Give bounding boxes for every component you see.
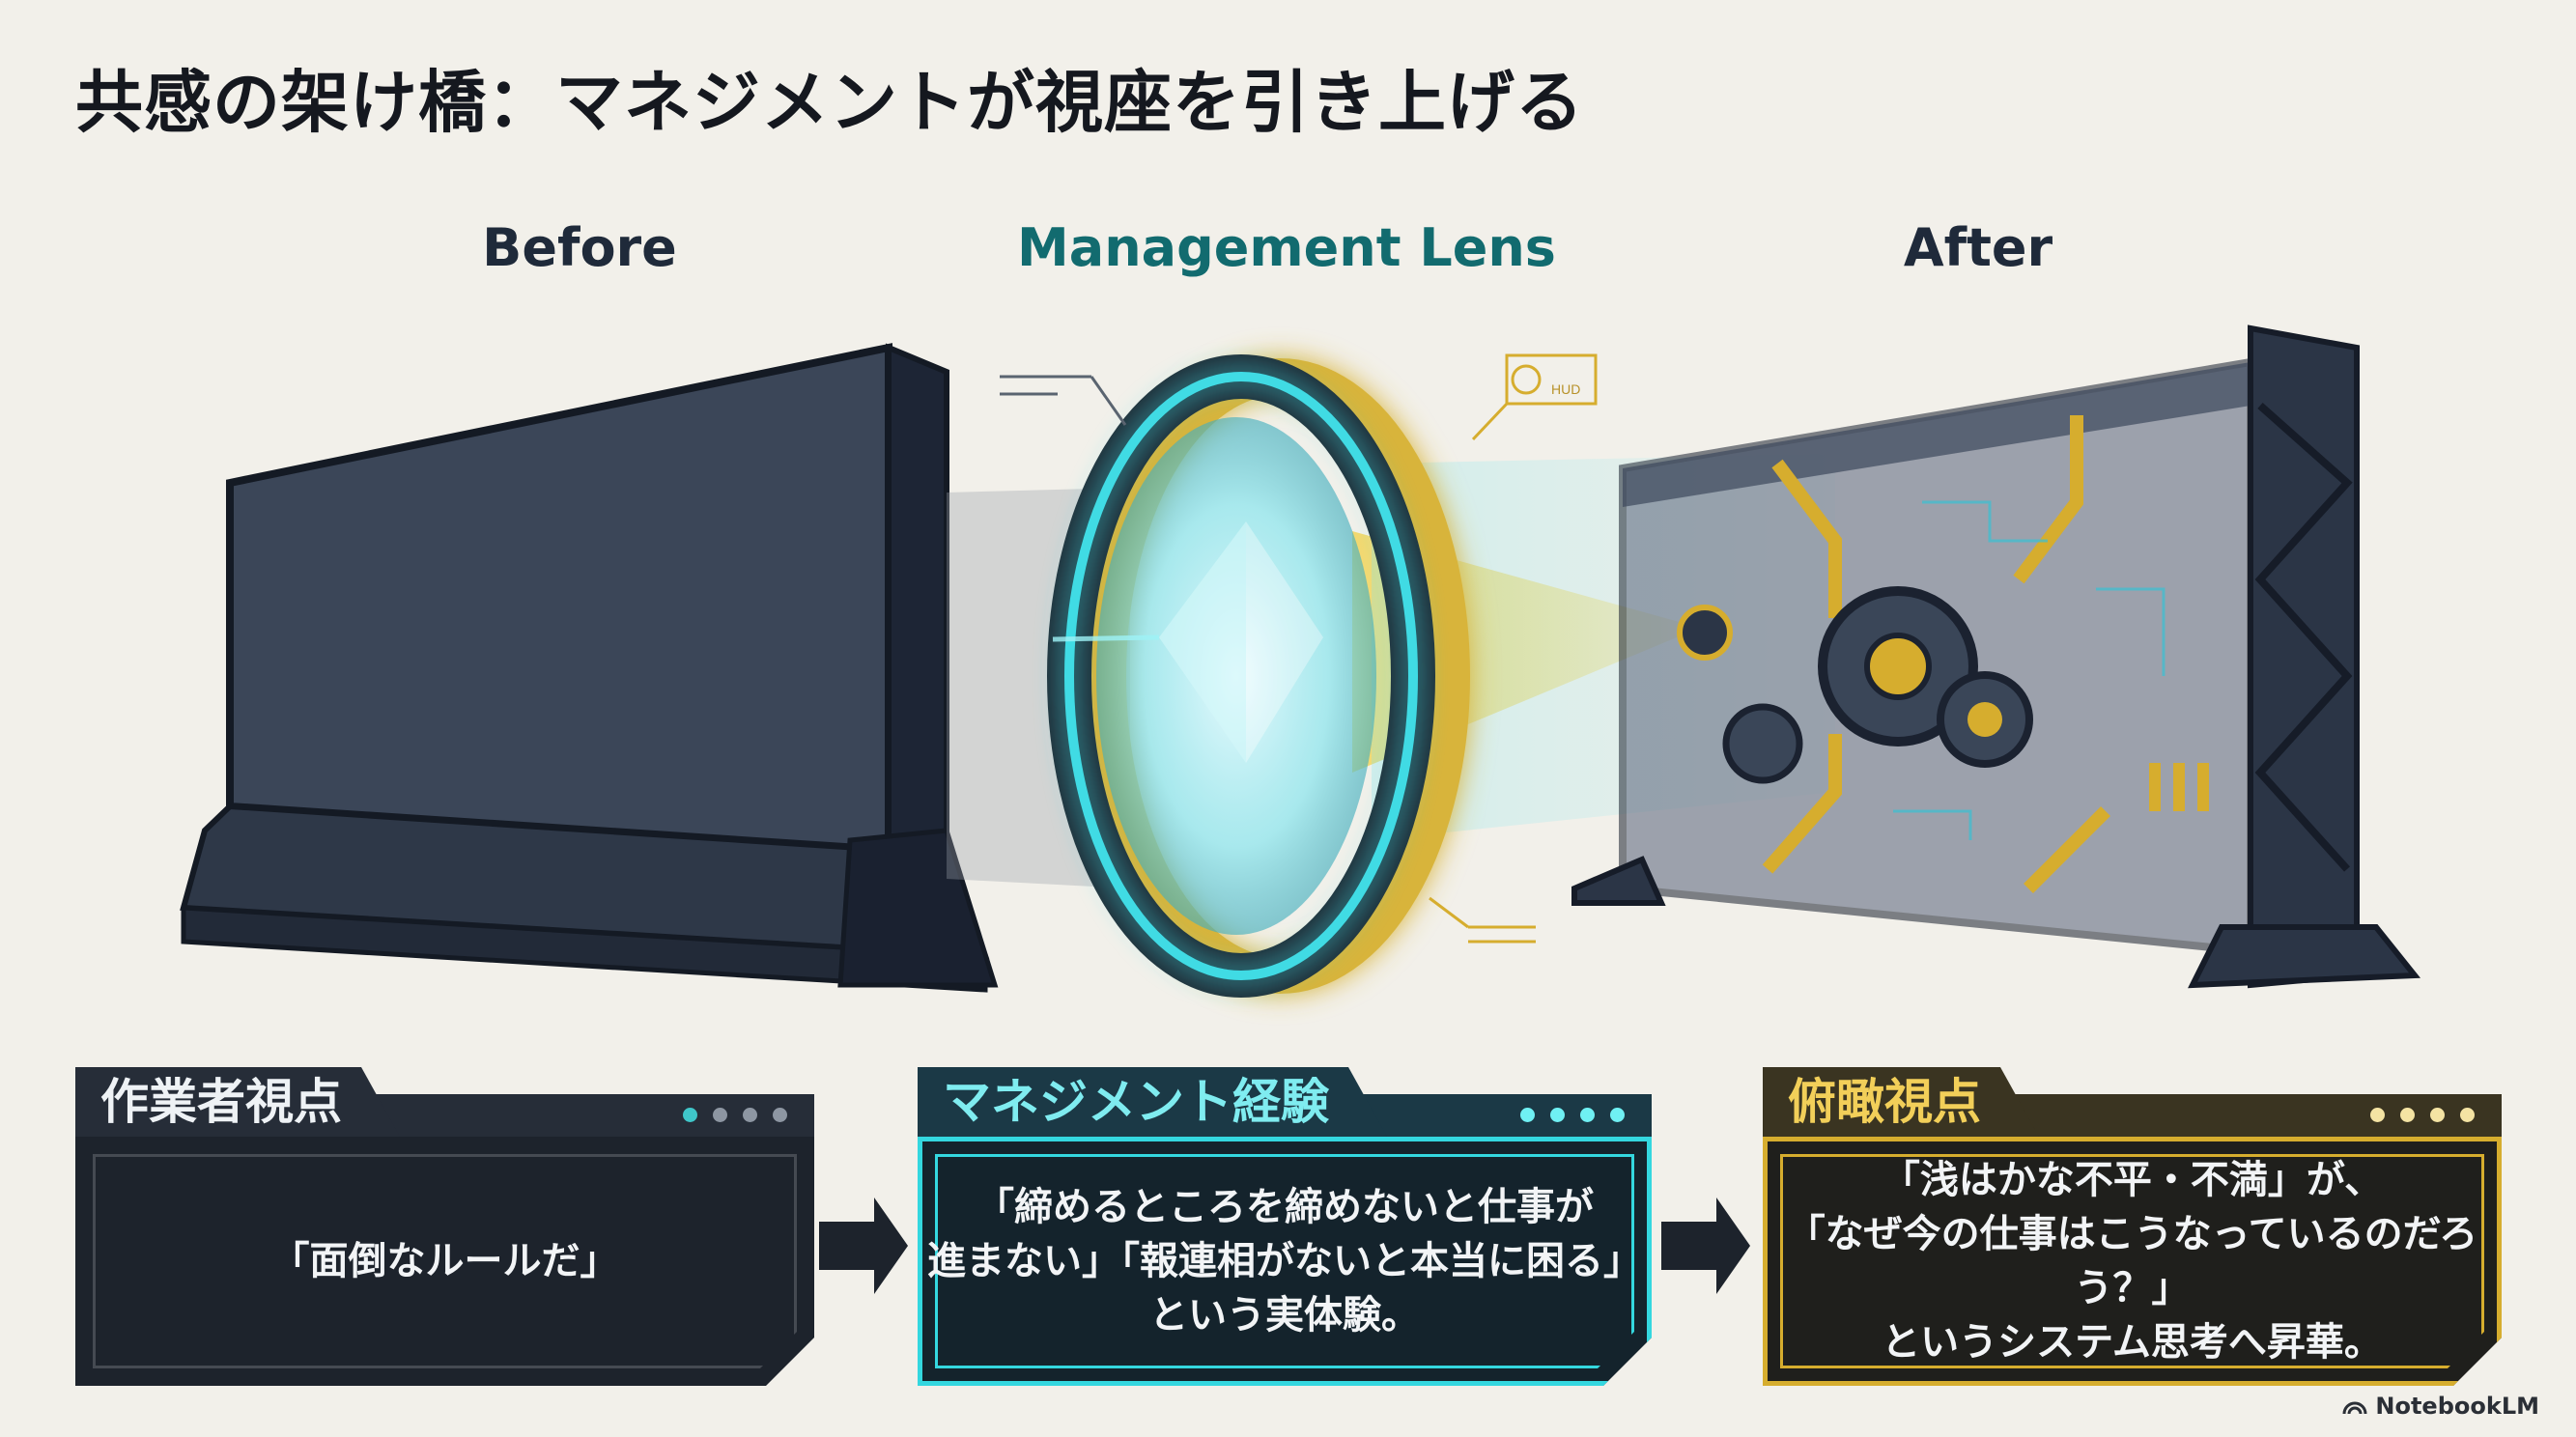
notebooklm-badge: NotebookLM [2342,1393,2539,1420]
hud-label: HUD [1551,381,1580,397]
wall-after [1574,328,2415,985]
notebook-logo-icon [2342,1396,2367,1416]
panel-worker-heading: 作業者視点 [75,1067,400,1137]
arrow-right-2 [1661,1198,1750,1294]
panel-management-experience: マネジメント経験 「締めるところを締めないと仕事が 進まない」「報連相がないと本… [918,1067,1652,1386]
window-dots [1520,1108,1625,1122]
window-dots [2370,1108,2475,1122]
notebooklm-brand: NotebookLM [2375,1393,2539,1420]
management-lens [1053,377,1452,975]
panel-worker-view: 作業者視点 「面倒なルールだ」 [75,1067,814,1386]
panel-birdseye-view: 俯瞰視点 「浅はかな不平・不満」が、 「なぜ今の仕事はこうなっているのだろう？」… [1763,1067,2502,1386]
arrow-right-1 [819,1198,908,1294]
panel-worker-text: 「面倒なルールだ」 [271,1234,619,1288]
panel-management-heading: マネジメント経験 [918,1067,1387,1137]
panel-birdseye-text: 「浅はかな不平・不満」が、 「なぜ今の仕事はこうなっているのだろう？」 というシ… [1763,1153,2502,1369]
panel-management-text: 「締めるところを締めないと仕事が 進まない」「報連相がないと本当に困る」 という… [927,1180,1642,1342]
wall-before [184,348,995,990]
panel-birdseye-heading: 俯瞰視点 [1763,1067,2039,1137]
window-dots [683,1108,787,1122]
